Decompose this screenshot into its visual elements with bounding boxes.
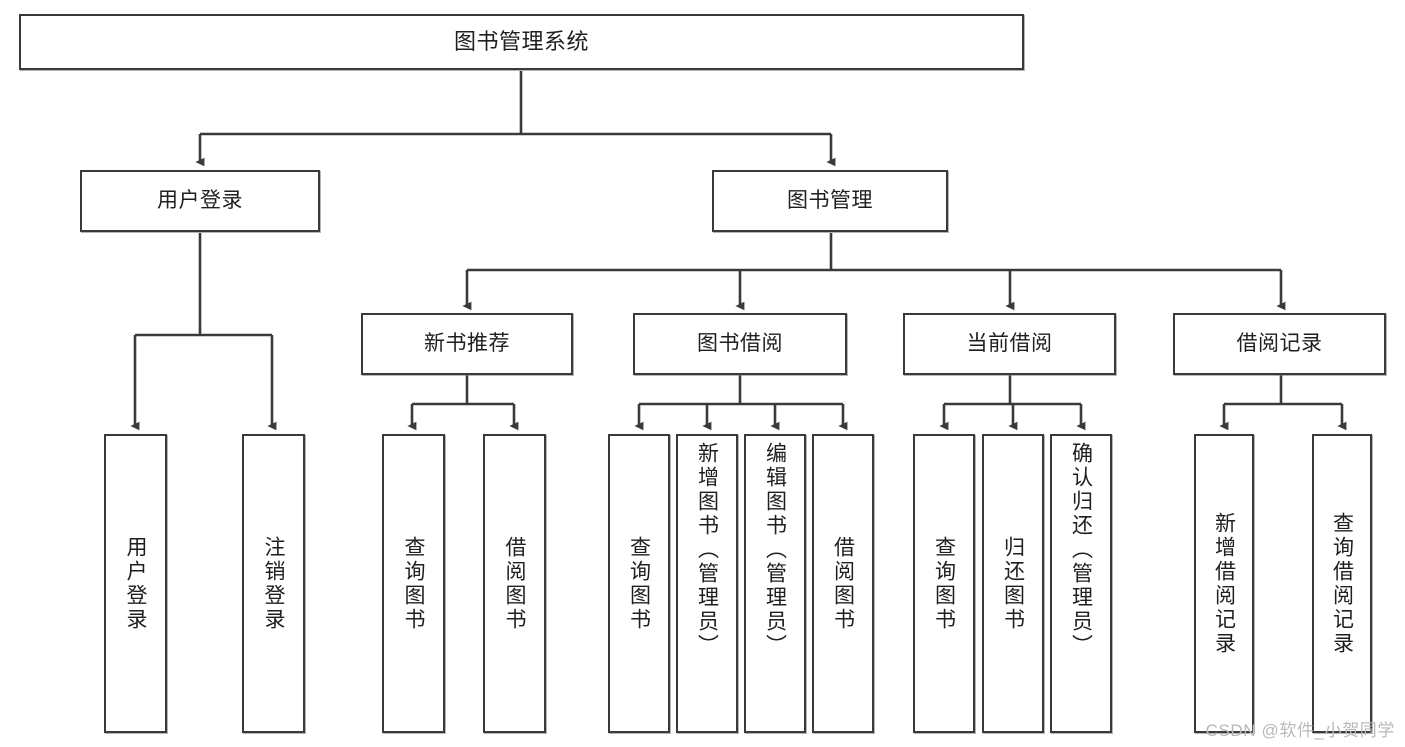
node-book-manage[interactable]: 图书管理	[712, 170, 948, 232]
node-leaf-borrow-book-1[interactable]: 借阅图书	[483, 434, 546, 733]
node-label: 查询图书	[402, 535, 425, 632]
node-borrow-record[interactable]: 借阅记录	[1173, 313, 1386, 375]
node-leaf-edit-book[interactable]: 编辑图书（管理员）	[744, 434, 806, 733]
node-leaf-return-book[interactable]: 归还图书	[982, 434, 1044, 733]
node-leaf-query-book-1[interactable]: 查询图书	[382, 434, 445, 733]
node-label: 新增借阅记录	[1212, 511, 1236, 656]
node-leaf-add-record[interactable]: 新增借阅记录	[1194, 434, 1254, 733]
node-label: 查询图书	[932, 535, 956, 632]
node-label: 查询借阅记录	[1330, 511, 1354, 656]
node-label: 注销登录	[262, 535, 285, 632]
node-leaf-user-login[interactable]: 用户登录	[104, 434, 167, 733]
node-leaf-borrow-book-2[interactable]: 借阅图书	[812, 434, 874, 733]
node-label: 新增图书（管理员）	[695, 442, 719, 658]
node-label: 确认归还（管理员）	[1069, 442, 1093, 658]
node-label: 用户登录	[124, 535, 147, 632]
node-current-borrow[interactable]: 当前借阅	[903, 313, 1116, 375]
node-label: 借阅记录	[1236, 332, 1323, 356]
node-user-login[interactable]: 用户登录	[80, 170, 320, 232]
node-label: 查询图书	[627, 535, 651, 632]
node-leaf-query-record[interactable]: 查询借阅记录	[1312, 434, 1372, 733]
node-label: 图书借阅	[697, 332, 783, 356]
node-label: 新书推荐	[424, 332, 510, 356]
node-label: 图书管理系统	[453, 28, 589, 54]
node-label: 借阅图书	[831, 535, 855, 632]
node-leaf-confirm-return[interactable]: 确认归还（管理员）	[1050, 434, 1112, 733]
node-leaf-add-book[interactable]: 新增图书（管理员）	[676, 434, 738, 733]
node-book-borrow[interactable]: 图书借阅	[633, 313, 847, 375]
node-label: 用户登录	[157, 189, 243, 213]
node-leaf-query-book-2[interactable]: 查询图书	[608, 434, 670, 733]
node-label: 图书管理	[787, 189, 873, 213]
watermark-text: CSDN @软件_小贺同学	[1205, 721, 1395, 740]
node-root-system[interactable]: 图书管理系统	[19, 14, 1024, 70]
node-leaf-logout-login[interactable]: 注销登录	[242, 434, 305, 733]
node-leaf-query-book-3[interactable]: 查询图书	[913, 434, 975, 733]
node-label: 编辑图书（管理员）	[763, 442, 787, 658]
node-new-book-recommend[interactable]: 新书推荐	[361, 313, 573, 375]
node-label: 归还图书	[1001, 535, 1025, 632]
node-label: 借阅图书	[503, 535, 526, 632]
node-label: 当前借阅	[966, 332, 1053, 356]
